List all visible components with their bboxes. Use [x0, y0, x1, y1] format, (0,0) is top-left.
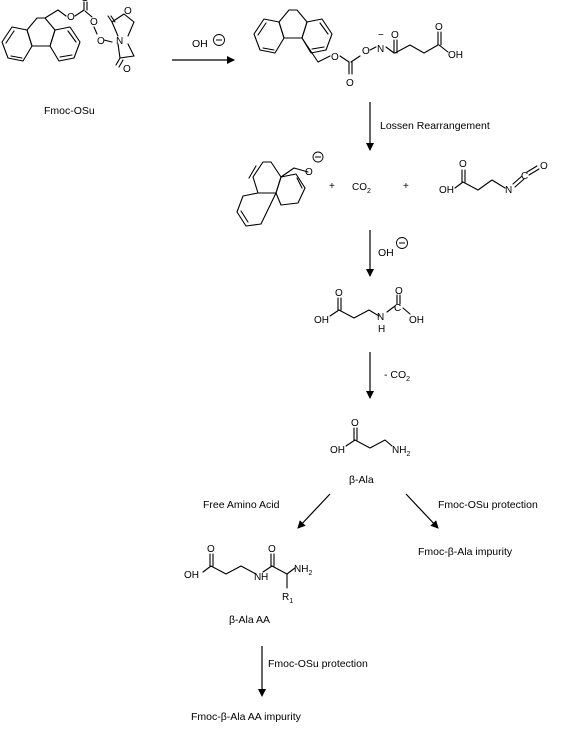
- atom-r1: R1: [282, 592, 293, 605]
- negative-charge-icon: [312, 151, 324, 163]
- atom-c: C: [394, 303, 401, 314]
- atom-o: O: [268, 544, 276, 555]
- atom-nh2: NH2: [294, 564, 312, 577]
- atom-c: C: [521, 171, 528, 182]
- atom-oh: OH: [409, 315, 424, 326]
- atom-o: O: [435, 22, 443, 33]
- atom-o: O: [331, 52, 339, 63]
- atom-o: O: [97, 36, 105, 47]
- negative-charge-icon: [396, 237, 408, 249]
- beta-alanine-structure: [345, 427, 393, 449]
- atom-n: N: [377, 312, 384, 323]
- atom-o: O: [207, 544, 215, 555]
- plus-sign: +: [329, 181, 335, 192]
- atom-oh: OH: [439, 185, 454, 196]
- fmoc-osu-label: Fmoc-OSu: [44, 105, 95, 117]
- atom-oh: OH: [330, 445, 345, 456]
- atom-n-charge: −: [378, 30, 384, 41]
- decarboxylation-label: - CO2: [384, 369, 410, 383]
- atom-oh: OH: [184, 570, 199, 581]
- atom-n: N: [505, 185, 512, 196]
- atom-h: H: [261, 572, 268, 583]
- beta-ala-label: β-Ala: [349, 474, 374, 486]
- co2-product: CO2: [352, 182, 371, 195]
- lossen-rearrangement-label: Lossen Rearrangement: [380, 120, 490, 132]
- atom-o: O: [459, 159, 467, 170]
- final-protection-label: Fmoc-OSu protection: [268, 658, 368, 670]
- branch-arrow-left: [297, 493, 331, 529]
- branch-arrow-right: [405, 493, 439, 529]
- hydroxide-reagent-2: OH: [378, 247, 394, 259]
- atom-o: O: [81, 0, 89, 4]
- atom-n: N: [377, 44, 384, 55]
- atom-h: H: [378, 324, 385, 335]
- atom-o: O: [346, 78, 354, 89]
- fmoc-osu-structure: [1, 1, 135, 68]
- atom-o: O: [395, 286, 403, 297]
- atom-o: O: [124, 6, 132, 17]
- isocyanate-acid-structure: [454, 165, 540, 191]
- free-amino-acid-label: Free Amino Acid: [203, 499, 280, 511]
- carbamic-acid-structure: [329, 294, 411, 319]
- atom-n: N: [116, 36, 123, 47]
- fmoc-succinate-intermediate-structure: [253, 9, 449, 75]
- atom-o: O: [351, 418, 359, 429]
- negative-charge-icon: [213, 34, 225, 46]
- fluorenylmethoxide-structure: [236, 161, 309, 227]
- atom-o: O: [123, 64, 131, 75]
- atom-nh2: NH2: [392, 445, 410, 458]
- atom-o: O: [362, 46, 370, 57]
- atom-o: O: [90, 17, 98, 28]
- fmoc-osu-protection-label: Fmoc-OSu protection: [438, 499, 538, 511]
- atom-oh: OH: [448, 50, 463, 61]
- plus-sign: +: [403, 181, 409, 192]
- atom-o: O: [391, 30, 399, 41]
- atom-o: O: [335, 288, 343, 299]
- beta-ala-aa-label: β-Ala AA: [229, 614, 270, 626]
- fmoc-beta-ala-impurity-label: Fmoc-β-Ala impurity: [418, 546, 513, 558]
- atom-o: O: [305, 167, 313, 178]
- beta-ala-aa-structure: [202, 553, 296, 589]
- hydroxide-reagent-1: OH: [192, 38, 208, 50]
- atom-oh: OH: [314, 315, 329, 326]
- atom-n: N: [254, 572, 261, 583]
- atom-o: O: [67, 12, 75, 23]
- final-impurity-label: Fmoc-β-Ala AA impurity: [191, 711, 302, 723]
- atom-o: O: [540, 161, 548, 172]
